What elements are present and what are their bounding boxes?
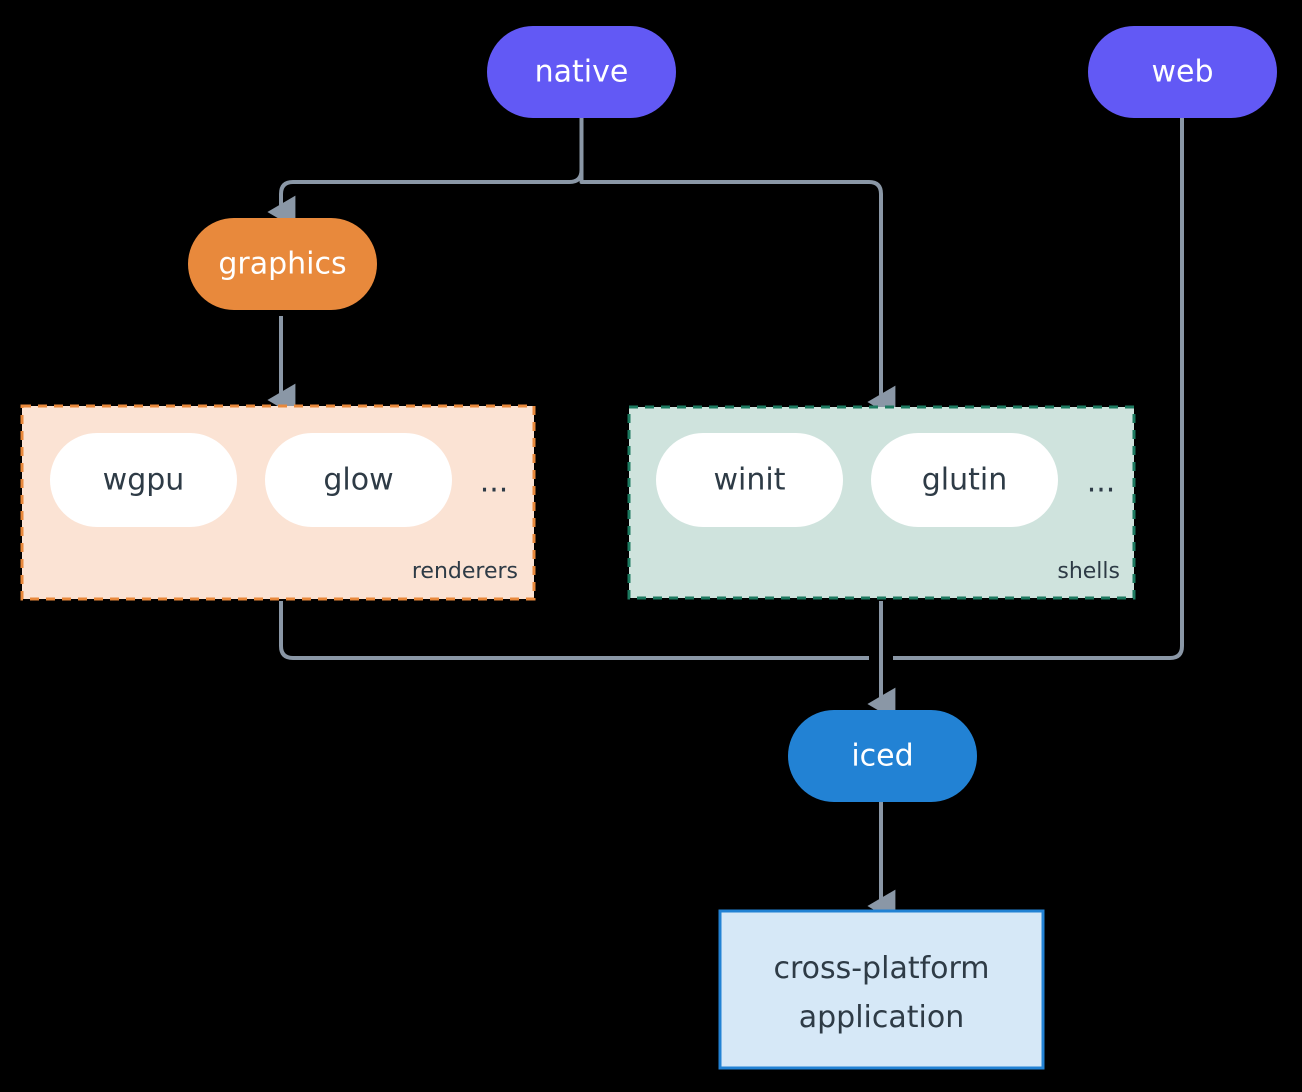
- node-application-label-line-2: application: [799, 1000, 964, 1035]
- node-web-label: web: [1151, 55, 1213, 90]
- node-application-label-line-1: cross-platform: [773, 951, 989, 986]
- node-native[interactable]: native: [487, 26, 676, 118]
- edge-native-fork-right: [579, 170, 883, 392]
- node-graphics-shape[interactable]: [188, 218, 377, 310]
- renderers-group-caption: renderers: [412, 559, 518, 584]
- node-graphics[interactable]: graphics: [188, 218, 377, 310]
- node-web[interactable]: web: [1088, 26, 1277, 118]
- node-web-shape[interactable]: [1088, 26, 1277, 118]
- node-native-label: native: [535, 55, 629, 90]
- shells-item-glutin[interactable]: [871, 433, 1058, 527]
- edge-renderers-to-iced: [279, 601, 869, 660]
- renderers-item-wgpu[interactable]: [50, 433, 237, 527]
- node-application-shape[interactable]: [718, 909, 1045, 1070]
- renderers-item-glow[interactable]: [265, 433, 452, 527]
- edge-layer: [267, 118, 1184, 923]
- edge-native-to-graphics: [267, 180, 570, 229]
- edge-web-to-iced: [893, 118, 1184, 660]
- group-renderers: wgpu glow ... renderers: [20, 404, 536, 601]
- shells-item-winit-label: winit: [714, 463, 786, 498]
- shells-group-caption: shells: [1057, 559, 1120, 584]
- node-iced[interactable]: iced: [788, 710, 977, 802]
- node-native-shape[interactable]: [487, 26, 676, 118]
- renderers-item-wgpu-label: wgpu: [103, 463, 185, 498]
- node-iced-label: iced: [851, 739, 913, 774]
- node-cross-platform-application[interactable]: cross-platform application: [718, 909, 1045, 1070]
- renderers-overflow-ellipsis: ...: [480, 465, 509, 500]
- node-graphics-label: graphics: [218, 247, 346, 282]
- node-iced-shape[interactable]: [788, 710, 977, 802]
- shells-overflow-ellipsis: ...: [1087, 465, 1116, 500]
- shells-item-winit[interactable]: [656, 433, 843, 527]
- renderers-item-glow-label: glow: [323, 463, 393, 498]
- group-shells: winit glutin ... shells: [627, 405, 1136, 600]
- shells-item-glutin-label: glutin: [922, 463, 1008, 498]
